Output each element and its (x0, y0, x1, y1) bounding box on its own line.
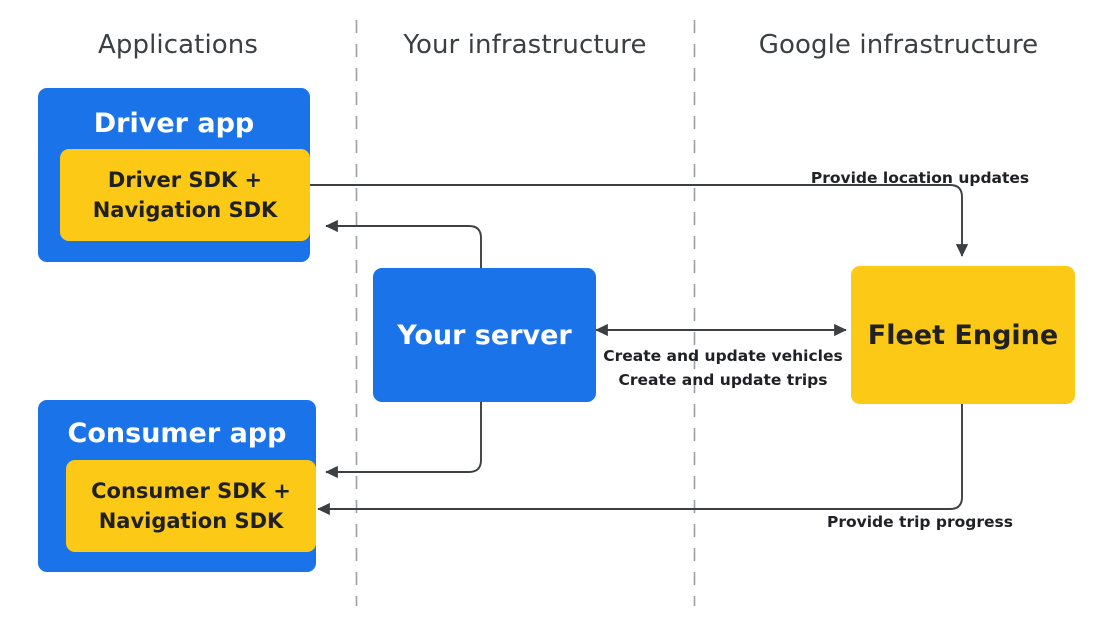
consumer-sdk-line-2: Navigation SDK (98, 509, 284, 533)
driver-sdk-line-2: Navigation SDK (92, 198, 278, 222)
edge-label-provide-location-updates: Provide location updates (810, 169, 1030, 187)
edge-label-provide-trip-progress: Provide trip progress (826, 513, 1014, 531)
node-driver-app[interactable]: Driver app Driver SDK + Navigation SDK (38, 88, 310, 262)
your-server-label: Your server (397, 319, 572, 351)
node-consumer-app[interactable]: Consumer app Consumer SDK + Navigation S… (38, 400, 316, 572)
edge-label-create-update-vehicles: Create and update vehicles (603, 347, 843, 365)
driver-app-title: Driver app (93, 108, 255, 139)
node-consumer-sdk[interactable]: Consumer SDK + Navigation SDK (66, 460, 316, 552)
node-driver-sdk[interactable]: Driver SDK + Navigation SDK (60, 149, 310, 241)
edge-label-create-update-trips: Create and update trips (618, 371, 828, 389)
node-fleet-engine[interactable]: Fleet Engine (851, 266, 1075, 404)
fleet-engine-label: Fleet Engine (867, 319, 1059, 351)
zone-header-applications: Applications (97, 30, 259, 60)
zone-header-google-infrastructure: Google infrastructure (758, 30, 1039, 60)
connector-server-to-driver-app (325, 219, 482, 268)
connector-fleet-engine-to-consumer (317, 404, 963, 516)
driver-sdk-line-1: Driver SDK + (107, 168, 263, 192)
connector-server-to-consumer-app (325, 402, 482, 479)
zone-header-your-infrastructure: Your infrastructure (403, 30, 647, 60)
connector-driver-to-fleet-engine (309, 184, 969, 257)
node-your-server[interactable]: Your server (373, 268, 596, 402)
consumer-app-title: Consumer app (67, 418, 287, 449)
consumer-sdk-line-1: Consumer SDK + (91, 479, 291, 503)
